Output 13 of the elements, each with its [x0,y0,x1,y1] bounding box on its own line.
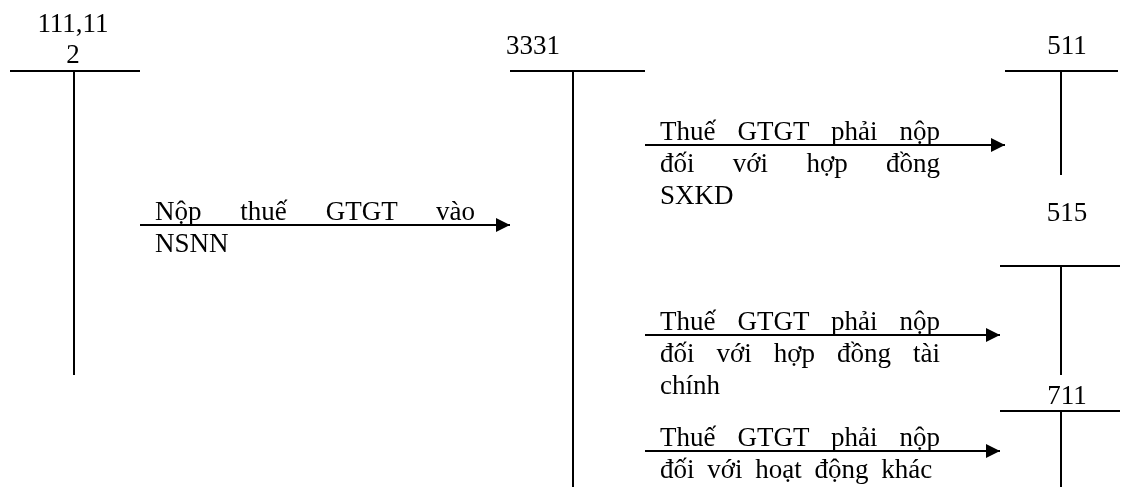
account-number: 111,112 [36,8,110,70]
account-number: 515 [1045,197,1089,228]
arrow [644,444,1001,458]
arrow [644,138,1006,152]
account-number: 711 [1046,380,1088,411]
account-number: 511 [1046,30,1088,61]
arrow [139,218,511,232]
arrow [644,328,1001,342]
edge-label: Thuế GTGT phải nộp đối với hợp đồng tài chính [660,305,940,401]
account-number: 3331 [505,30,561,61]
edge-label: Thuế GTGT phải nộp đối với hợp đồng SXKD [660,115,940,211]
edge-label: Thuế GTGT phải nộp đối với hoạt động khác [660,421,940,485]
edge-label: Nộp thuế GTGT vào NSNN [155,195,475,259]
